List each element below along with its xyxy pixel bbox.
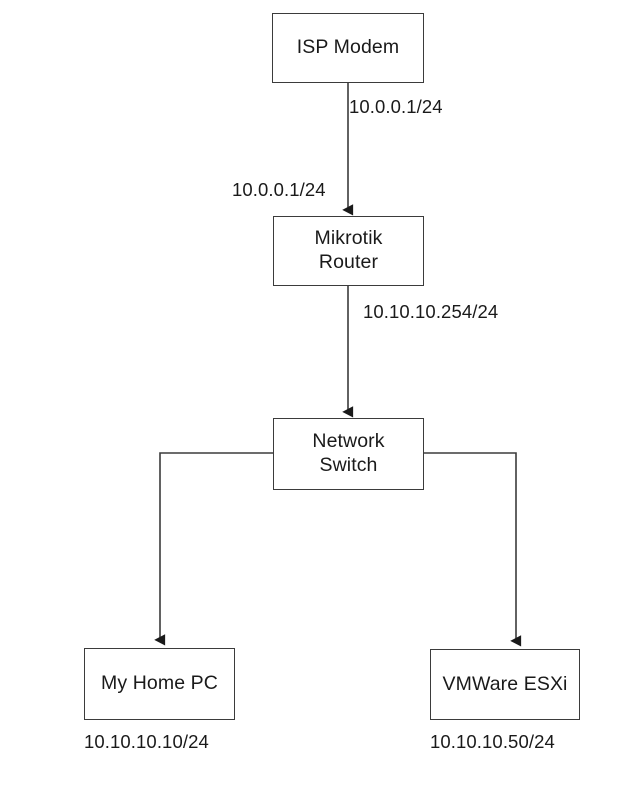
edge-label-modem-router-bottom: 10.0.0.1/24 [232, 179, 326, 200]
edge-label-router-switch: 10.10.10.254/24 [363, 301, 499, 322]
edge-label-esxi-ip: 10.10.10.50/24 [430, 731, 555, 752]
node-home-pc-label: My Home PC [101, 672, 218, 695]
node-vmware-esxi-label: VMWare ESXi [442, 672, 568, 695]
node-isp-modem-label: ISP Modem [296, 36, 400, 59]
node-mikrotik-router-label: Mikrotik Router [314, 227, 383, 273]
edge-label-modem-router-top: 10.0.0.1/24 [349, 96, 443, 117]
connector-switch-to-esxi [424, 452, 522, 647]
node-home-pc[interactable]: My Home PC [84, 648, 235, 720]
connector-switch-to-home-pc [154, 452, 273, 646]
node-vmware-esxi[interactable]: VMWare ESXi [430, 649, 580, 720]
node-mikrotik-router[interactable]: Mikrotik Router [273, 216, 424, 286]
edge-label-home-pc-ip: 10.10.10.10/24 [84, 731, 209, 752]
node-isp-modem[interactable]: ISP Modem [272, 13, 424, 83]
node-network-switch[interactable]: Network Switch [273, 418, 424, 490]
node-network-switch-label: Network Switch [312, 430, 385, 476]
